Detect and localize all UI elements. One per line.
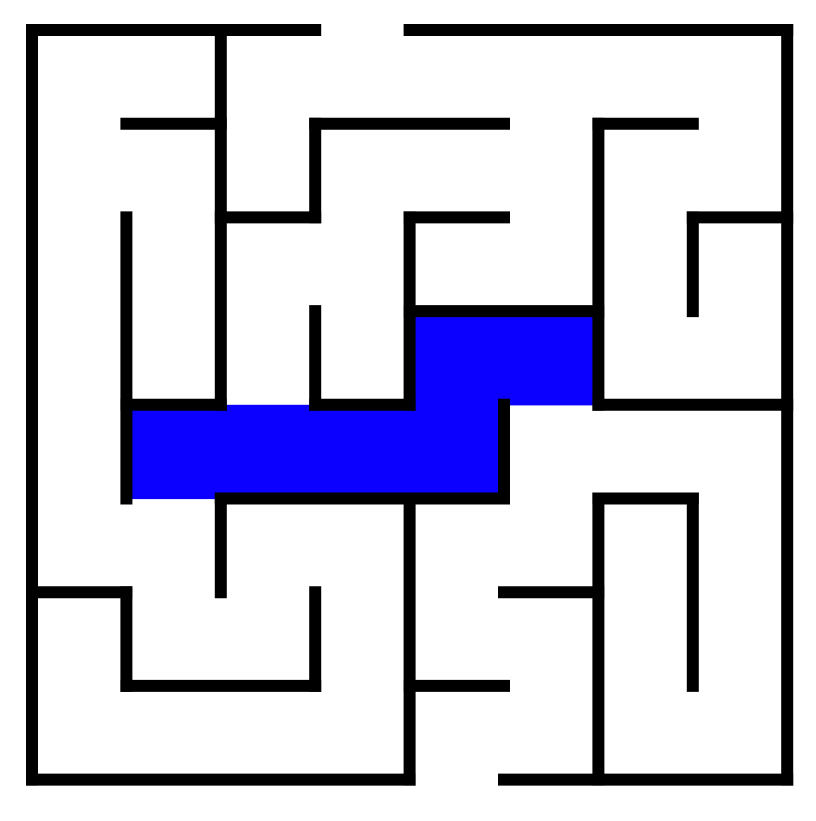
- highlighted-cell: [315, 404, 411, 500]
- highlighted-path: [126, 311, 599, 500]
- highlighted-cell: [220, 404, 316, 500]
- highlighted-cell: [126, 404, 222, 500]
- highlighted-cell: [409, 404, 505, 500]
- highlighted-cell: [504, 311, 599, 406]
- maze-walls: [26, 24, 794, 786]
- highlighted-cell: [409, 311, 505, 406]
